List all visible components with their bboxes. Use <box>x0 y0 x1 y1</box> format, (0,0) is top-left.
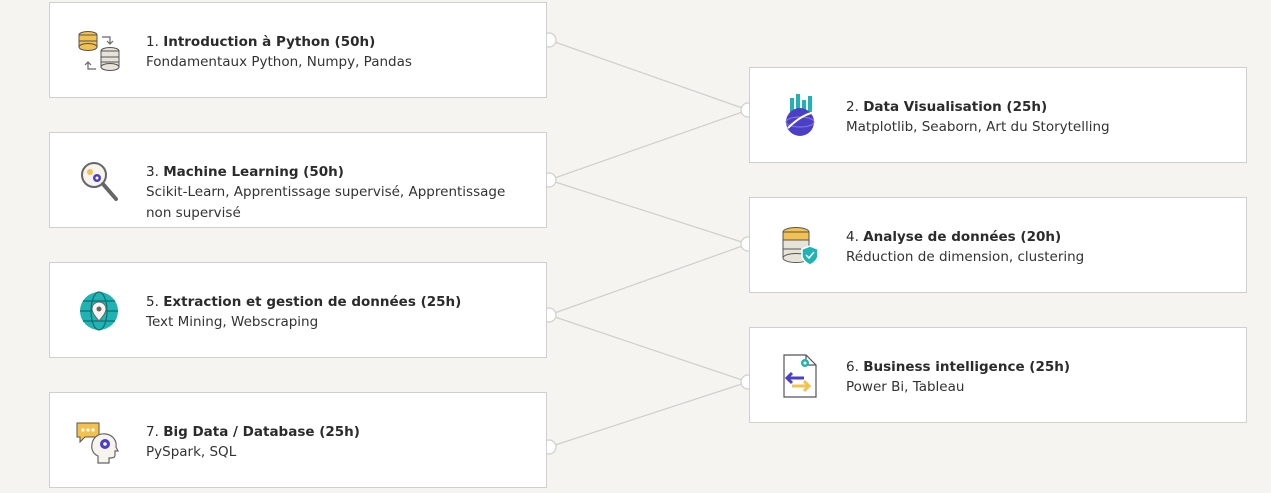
module-title: 4. Analyse de données (20h) <box>846 227 1231 247</box>
module-title: 6. Business intelligence (25h) <box>846 357 1231 377</box>
module-description: Power Bi, Tableau <box>846 379 965 395</box>
module-card-2: 2. Data Visualisation (25h) Matplotlib, … <box>749 67 1247 163</box>
module-name: Introduction à Python (50h) <box>163 34 376 50</box>
module-title: 1. Introduction à Python (50h) <box>146 32 531 52</box>
module-title: 3. Machine Learning (50h) <box>146 162 531 182</box>
connector-3-4 <box>548 179 749 245</box>
globe-pin-icon <box>76 287 124 335</box>
module-title: 5. Extraction et gestion de données (25h… <box>146 292 531 312</box>
database-shield-icon <box>776 222 824 270</box>
module-card-3: 3. Machine Learning (50h) Scikit-Learn, … <box>49 132 547 228</box>
module-name: Analyse de données (20h) <box>863 229 1062 245</box>
module-description: Fondamentaux Python, Numpy, Pandas <box>146 54 412 70</box>
connector-5-4 <box>548 243 749 316</box>
module-name: Data Visualisation (25h) <box>863 99 1048 115</box>
module-card-5: 5. Extraction et gestion de données (25h… <box>49 262 547 358</box>
module-name: Machine Learning (50h) <box>163 164 344 180</box>
module-description: Matplotlib, Seaborn, Art du Storytelling <box>846 119 1110 135</box>
module-card-6: 6. Business intelligence (25h) Power Bi,… <box>749 327 1247 423</box>
module-card-7: 7. Big Data / Database (25h) PySpark, SQ… <box>49 392 547 488</box>
module-description: Text Mining, Webscraping <box>146 314 319 330</box>
module-description: PySpark, SQL <box>146 444 237 460</box>
module-title: 2. Data Visualisation (25h) <box>846 97 1231 117</box>
module-card-4: 4. Analyse de données (20h) Réduction de… <box>749 197 1247 293</box>
connector-5-6 <box>548 314 749 383</box>
connector-7-6 <box>548 381 749 448</box>
module-name: Big Data / Database (25h) <box>163 424 360 440</box>
magnifier-gear-icon <box>76 157 124 205</box>
module-number: 2. <box>846 99 859 115</box>
module-number: 3. <box>146 164 159 180</box>
module-number: 6. <box>846 359 859 375</box>
module-number: 1. <box>146 34 159 50</box>
connector-1-2 <box>548 39 749 111</box>
module-number: 7. <box>146 424 159 440</box>
module-title: 7. Big Data / Database (25h) <box>146 422 531 442</box>
module-name: Extraction et gestion de données (25h) <box>163 294 462 310</box>
database-sync-icon <box>76 27 124 75</box>
document-transfer-icon <box>776 352 824 400</box>
connector-3-2 <box>548 109 749 181</box>
chat-head-gear-icon <box>76 417 124 465</box>
module-number: 4. <box>846 229 859 245</box>
module-name: Business intelligence (25h) <box>863 359 1071 375</box>
module-number: 5. <box>146 294 159 310</box>
globe-chart-icon <box>776 92 824 140</box>
module-description: Réduction de dimension, clustering <box>846 249 1085 265</box>
module-description: Scikit-Learn, Apprentissage supervisé, A… <box>146 184 506 221</box>
module-card-1: 1. Introduction à Python (50h) Fondament… <box>49 2 547 98</box>
